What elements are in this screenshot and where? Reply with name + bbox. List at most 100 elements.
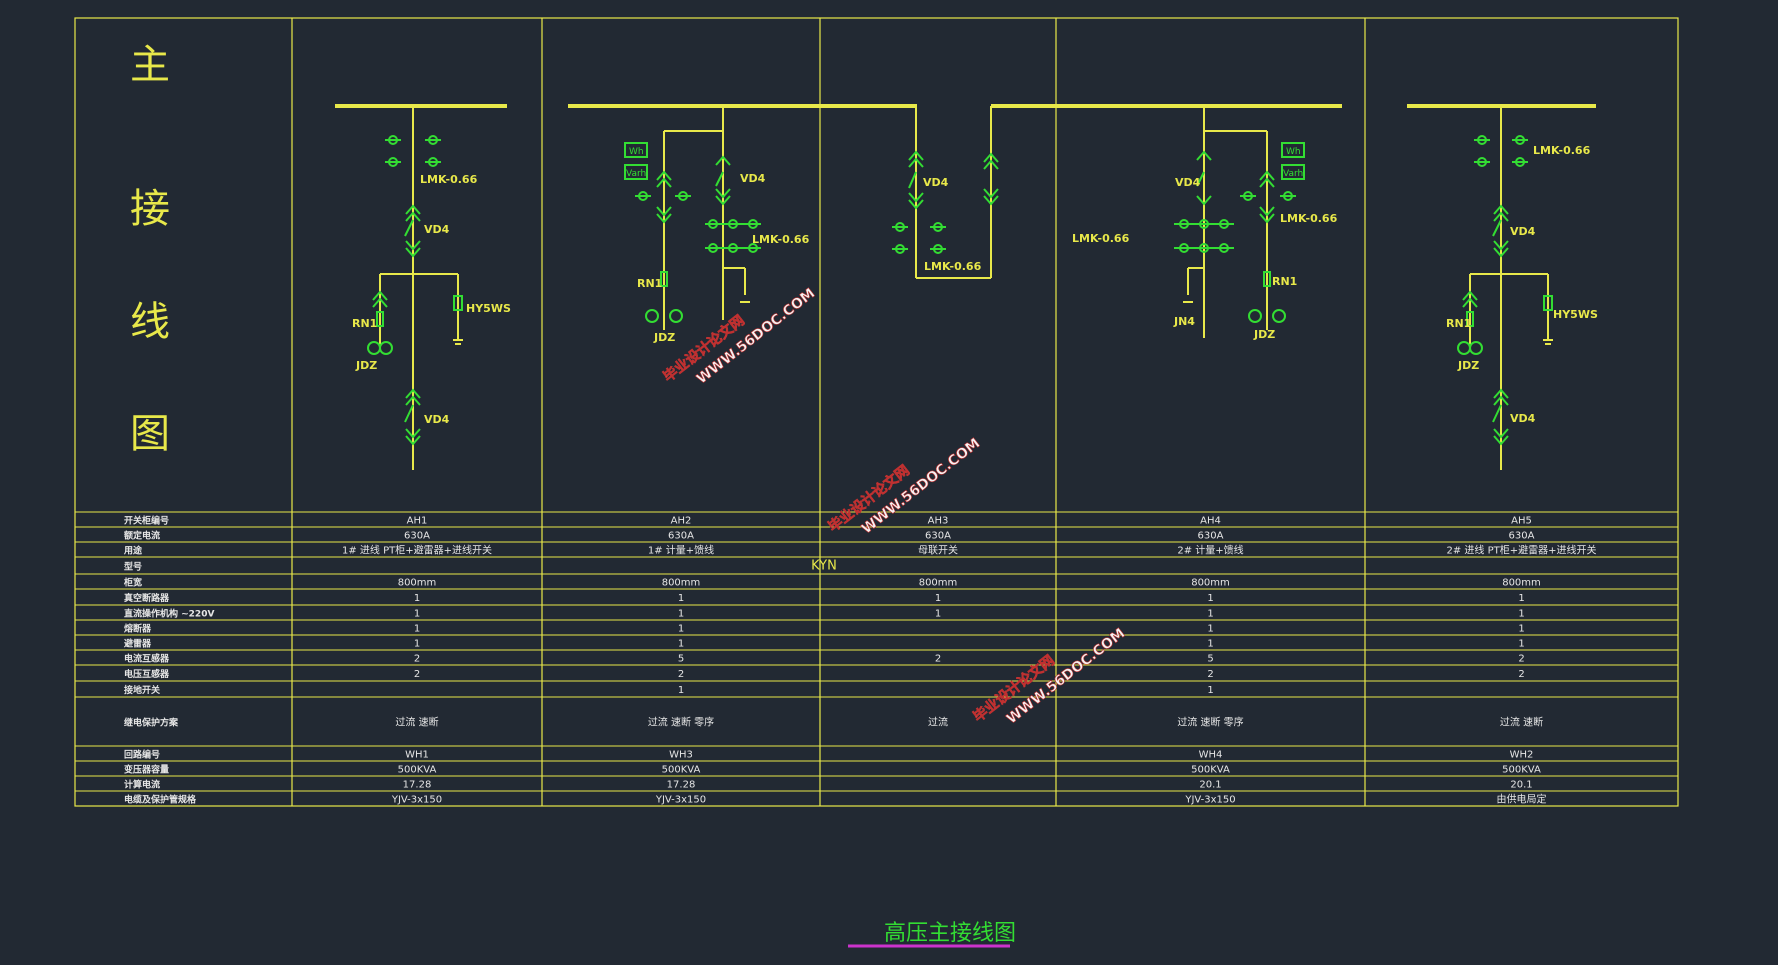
table-cell: 1: [1207, 639, 1213, 650]
ah5-vd4-label: VD4: [1510, 225, 1536, 238]
table-cell: 1: [1518, 593, 1524, 604]
table-cell: 500KVA: [398, 765, 437, 776]
ah1-fuse: [367, 290, 393, 355]
ah5-fuse: [1457, 290, 1483, 355]
table-row-label: 柜宽: [123, 577, 142, 589]
ah3-isolator: [983, 152, 999, 206]
table-cell: 过流 速断 零序: [1177, 716, 1243, 729]
ah5-breaker-bottom: [1492, 388, 1509, 446]
parameter-table-grid: [75, 511, 1678, 807]
table-cell: WH3: [669, 750, 693, 761]
table-cell-model: KYN: [811, 559, 837, 574]
watermark-2: 毕业设计论文网 WWW.56DOC.COM: [825, 435, 984, 538]
table-row-label: 用途: [123, 545, 143, 557]
table-cell: 630A: [1198, 531, 1224, 542]
table-cell: 过流: [928, 716, 948, 729]
table-row-label: 电缆及保护管规格: [124, 794, 197, 806]
ah1-lmk-label: LMK-0.66: [420, 173, 478, 186]
table-cell: 1: [678, 609, 684, 620]
ah4-jdz-label: JDZ: [1253, 328, 1275, 341]
ah2-lmk-label: LMK-0.66: [752, 233, 810, 246]
table-cell: 800mm: [662, 578, 701, 589]
table-cell: AH2: [671, 516, 692, 527]
table-cell: 2# 计量+馈线: [1177, 544, 1243, 557]
table-cell: 1: [1518, 624, 1524, 635]
ah5-hy5ws-label: HY5WS: [1553, 308, 1598, 321]
table-cell: 1: [1518, 639, 1524, 650]
table-row-label: 计算电流: [124, 779, 160, 791]
table-row-label: 回路编号: [124, 749, 160, 761]
table-cell: 1: [678, 685, 684, 696]
table-row-label: 直流操作机构 ~220V: [124, 608, 214, 620]
ah2-left-branch: [635, 170, 691, 323]
ah4-vd4-label: VD4: [1175, 176, 1201, 189]
vertical-title-char-3: 线: [130, 299, 170, 345]
ah4-right-branch: [1240, 170, 1296, 323]
table-cell: 1: [1518, 609, 1524, 620]
table-row-label: 真空断路器: [124, 592, 170, 604]
table-cell: 5: [678, 654, 684, 665]
vertical-title: 主 接 线 图: [130, 42, 170, 457]
equipment-labels: LMK-0.66 VD4 RN1 HY5WS JDZ VD4 VD4 LMK-0…: [352, 144, 1598, 426]
ah5-vd4-bottom-label: VD4: [1510, 412, 1536, 425]
table-cell: 2: [935, 654, 941, 665]
table-cell: 2: [1207, 669, 1213, 680]
ah1-breaker-bottom: [404, 388, 421, 446]
ah5-current-transformers: [1474, 135, 1528, 167]
table-row-label: 避雷器: [124, 638, 152, 650]
table-cell: 630A: [1509, 531, 1535, 542]
table-cell: 1# 进线 PT柜+避雷器+进线开关: [342, 544, 492, 557]
vertical-title-char-1: 主: [130, 42, 170, 88]
table-cell: 1: [1207, 609, 1213, 620]
table-cell: 1: [1207, 624, 1213, 635]
table-cell: YJV-3x150: [1184, 795, 1235, 806]
ah4-lmk-left-label: LMK-0.66: [1072, 232, 1130, 245]
table-cell: 1: [414, 593, 420, 604]
table-cell: 1: [678, 593, 684, 604]
table-cell: 1: [678, 639, 684, 650]
table-cell: 20.1: [1510, 780, 1532, 791]
ah1-jdz-label: JDZ: [355, 359, 377, 372]
table-row-label: 电流互感器: [124, 653, 170, 665]
table-cell: 800mm: [919, 578, 958, 589]
ah1-vd4-label: VD4: [424, 223, 450, 236]
table-cell: 2: [414, 669, 420, 680]
table-cell: AH5: [1511, 516, 1532, 527]
ah4-wh-label: Wh: [1286, 147, 1301, 157]
ah4-jn4-label: JN4: [1173, 315, 1195, 328]
table-cell: WH2: [1510, 750, 1534, 761]
ah2-rn1-label: RN1: [637, 277, 662, 290]
ah4-lmk-label: LMK-0.66: [1280, 212, 1338, 225]
watermark-1: 毕业设计论文网 WWW.56DOC.COM: [660, 285, 819, 388]
frame: [74, 17, 1679, 807]
ah5-arrester: [1543, 295, 1553, 311]
table-cell: 2: [678, 669, 684, 680]
watermark-3: 毕业设计论文网 WWW.56DOC.COM: [970, 625, 1129, 728]
ah5-jdz-label: JDZ: [1457, 359, 1479, 372]
table-cell: 2: [414, 654, 420, 665]
ah1-breaker-top: [404, 204, 421, 258]
table-cell: 630A: [404, 531, 430, 542]
ah1-rn1-label: RN1: [352, 317, 377, 330]
switchgear-symbols: [367, 135, 1553, 446]
table-cell: AH1: [407, 516, 428, 527]
table-cell: WH1: [405, 750, 429, 761]
table-cell: 500KVA: [1191, 765, 1230, 776]
diagram-title: 高压主接线图: [884, 921, 1016, 946]
ah2-wh-label: Wh: [629, 147, 644, 157]
table-cell: 630A: [925, 531, 951, 542]
ah1-arrester: [453, 295, 463, 311]
table-cell: 800mm: [1191, 578, 1230, 589]
table-cell: 5: [1207, 654, 1213, 665]
ah2-vd4-label: VD4: [740, 172, 766, 185]
table-cell: 1: [1207, 593, 1213, 604]
ah1-current-transformers: [385, 135, 441, 167]
table-row-label: 接地开关: [124, 684, 160, 696]
table-row-label: 电压互感器: [124, 668, 170, 680]
ah3-lmk-label: LMK-0.66: [924, 260, 982, 273]
ah2-right-branch: [705, 155, 761, 253]
table-row-label: 额定电流: [124, 530, 160, 542]
ah3-vd4-label: VD4: [923, 176, 949, 189]
table-row-label: 变压器容量: [124, 764, 169, 776]
